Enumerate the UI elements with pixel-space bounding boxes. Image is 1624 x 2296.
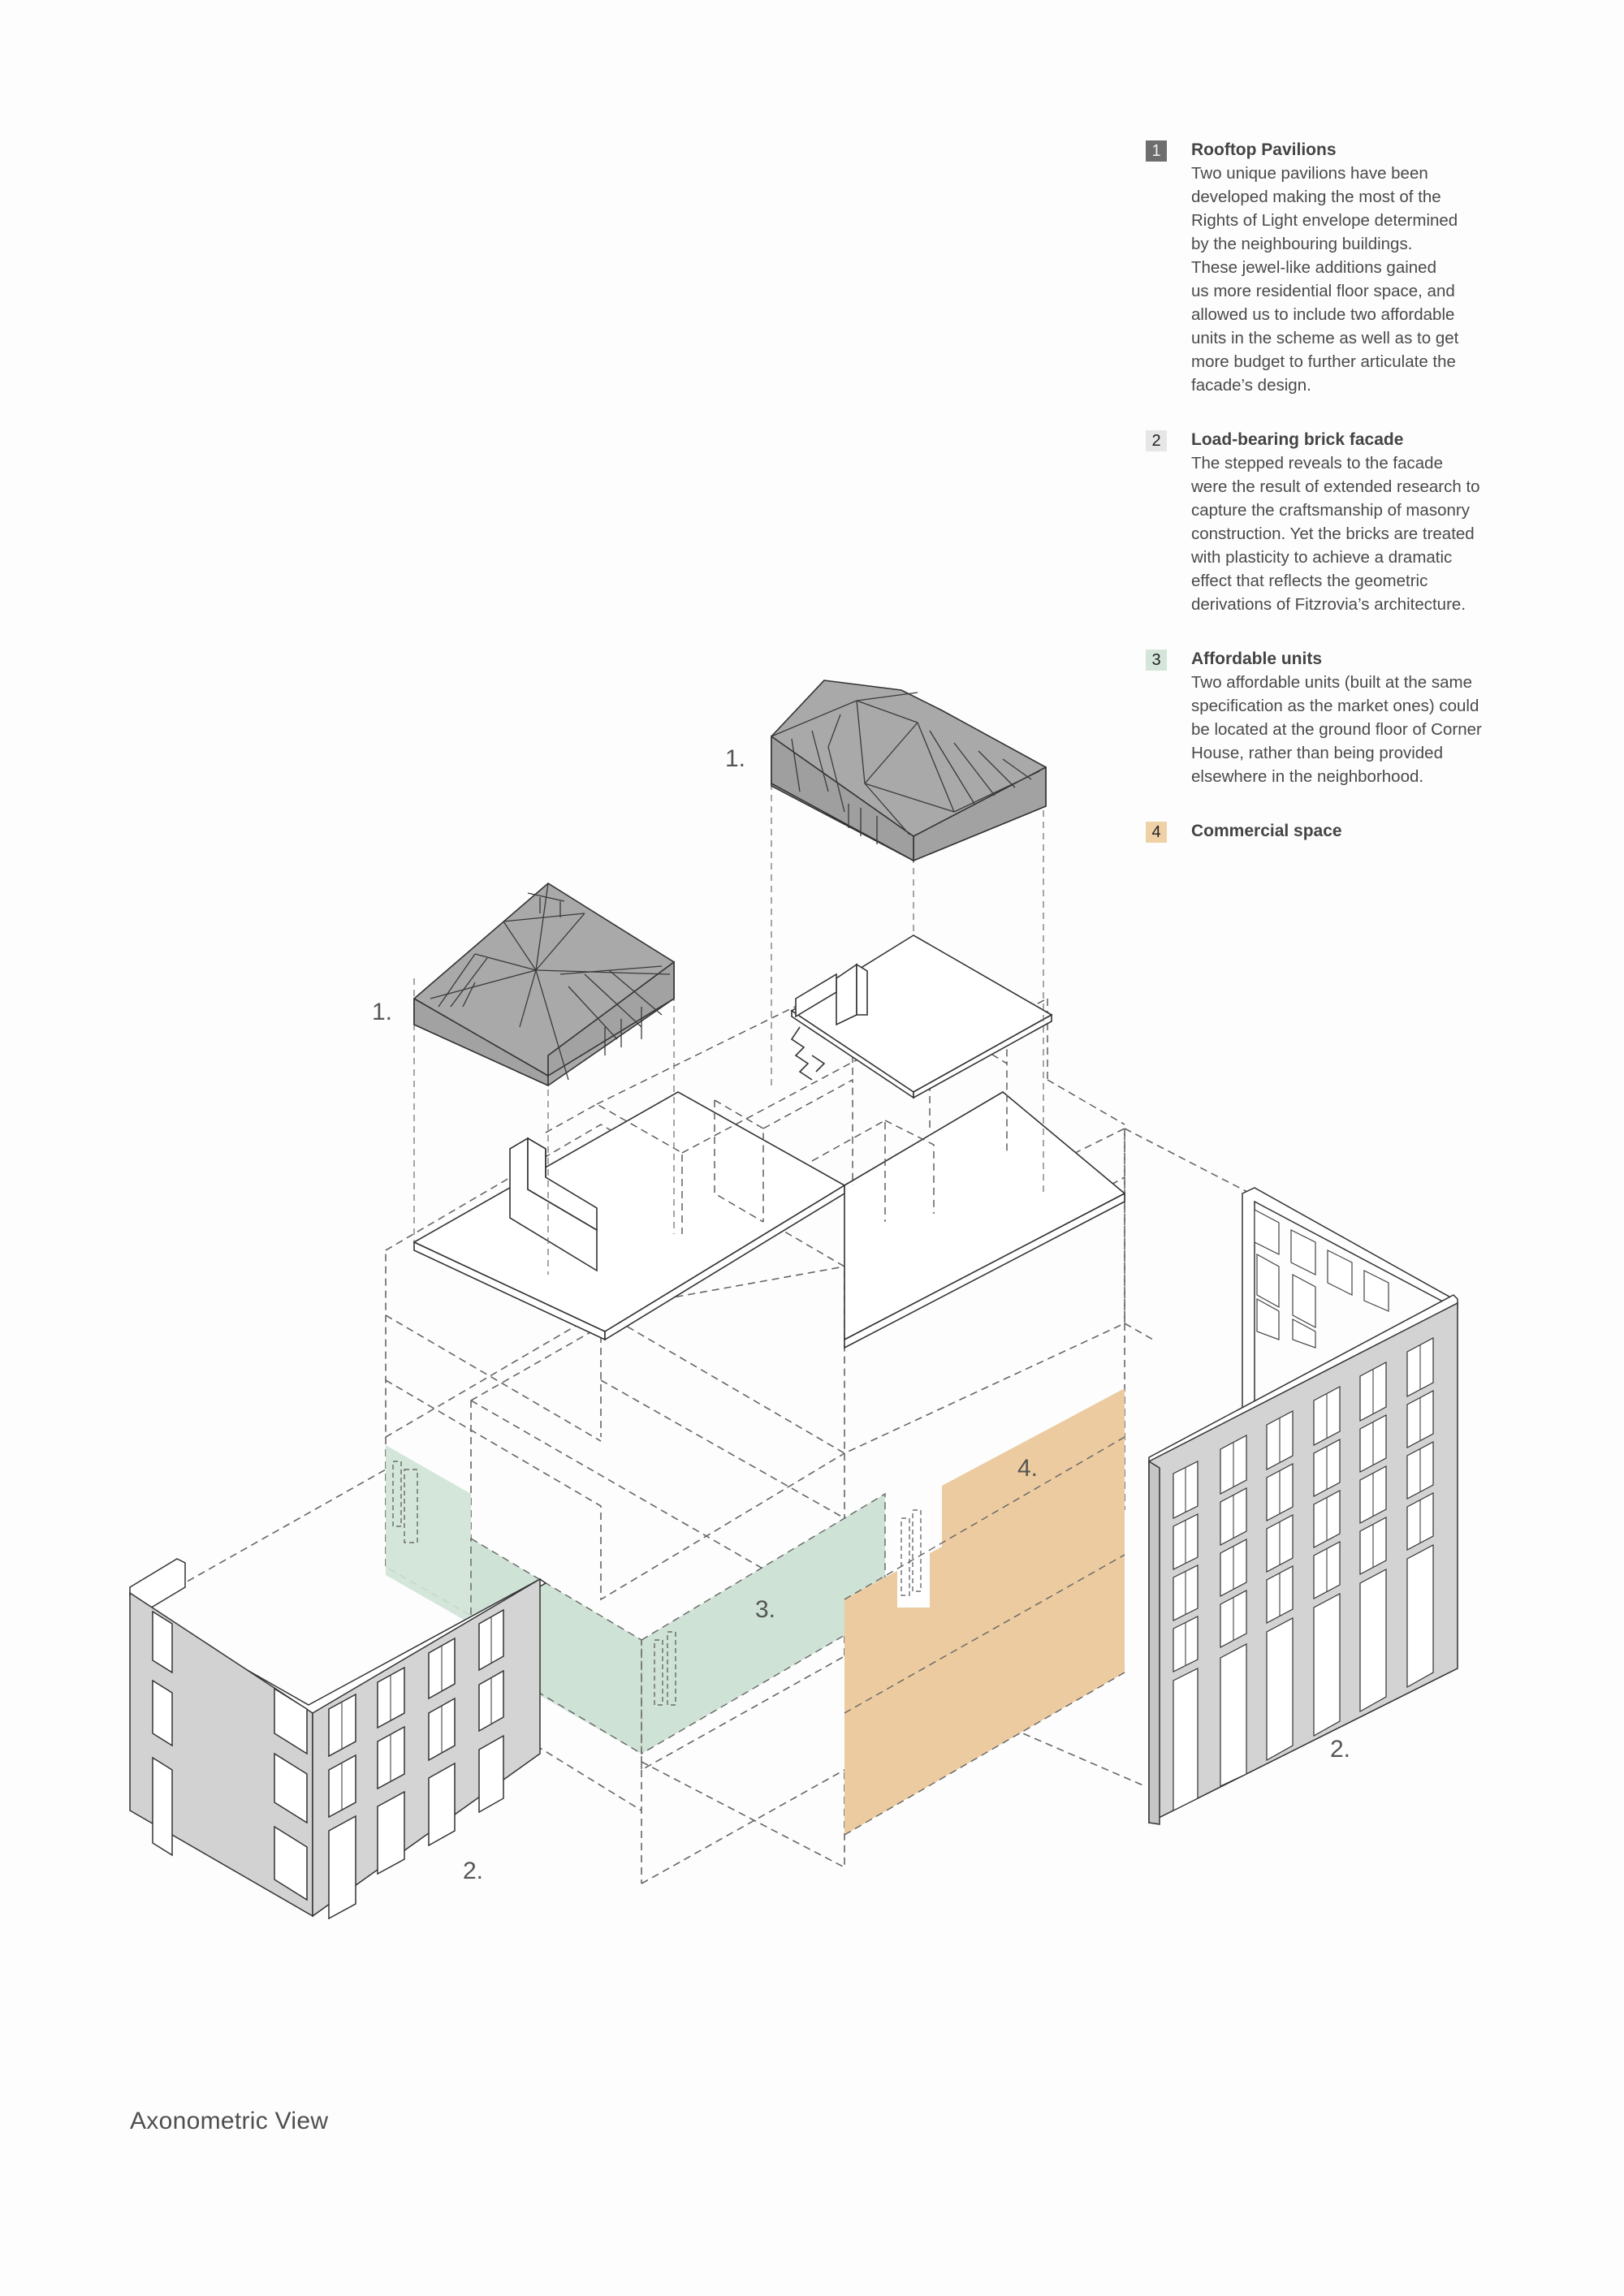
rooftop-pavilion-right (771, 680, 1047, 862)
legend-item-brick-facade: 2 Load-bearing brick facade The stepped … (1146, 428, 1527, 616)
legend-badge-2: 2 (1146, 430, 1167, 451)
callout-affordable: 3. (755, 1596, 776, 1623)
callout-facade-left: 2. (463, 1858, 484, 1884)
legend-badge-1: 1 (1146, 140, 1167, 162)
affordable-units-zone (386, 1445, 886, 1755)
legend-description: The stepped reveals to the facade were t… (1191, 454, 1480, 614)
facade-right-building (1148, 1187, 1458, 1825)
legend-item-rooftop-pavilions: 1 Rooftop Pavilions Two unique pavilions… (1146, 138, 1527, 397)
drawing-caption: Axonometric View (130, 2108, 329, 2134)
roof-slabs (412, 1091, 1126, 1349)
legend-title: Affordable units (1191, 650, 1322, 668)
legend-title: Rooftop Pavilions (1191, 140, 1337, 159)
legend-item-affordable-units: 3 Affordable units Two affordable units … (1146, 647, 1527, 788)
rooftop-pavilion-left (413, 883, 675, 1087)
upper-floor-plate (790, 934, 1053, 1099)
callout-pavilion-right: 1. (725, 745, 746, 772)
legend-badge-4: 4 (1146, 822, 1167, 843)
facade-left-building (129, 1558, 547, 1920)
legend-description: Two unique pavilions have been developed… (1191, 164, 1459, 395)
legend-title: Load-bearing brick facade (1191, 430, 1404, 449)
callout-commercial: 4. (1017, 1455, 1039, 1482)
callout-pavilion-left: 1. (372, 999, 393, 1025)
callout-facade-right: 2. (1330, 1736, 1351, 1763)
projection-lines (413, 783, 1044, 1275)
legend-badge-3: 3 (1146, 650, 1167, 671)
legend: 1 Rooftop Pavilions Two unique pavilions… (1146, 138, 1527, 874)
legend-description: Two affordable units (built at the same … (1191, 673, 1482, 786)
legend-item-commercial-space: 4 Commercial space (1146, 819, 1527, 843)
commercial-space-zone (844, 1388, 1125, 1836)
legend-title: Commercial space (1191, 822, 1342, 840)
